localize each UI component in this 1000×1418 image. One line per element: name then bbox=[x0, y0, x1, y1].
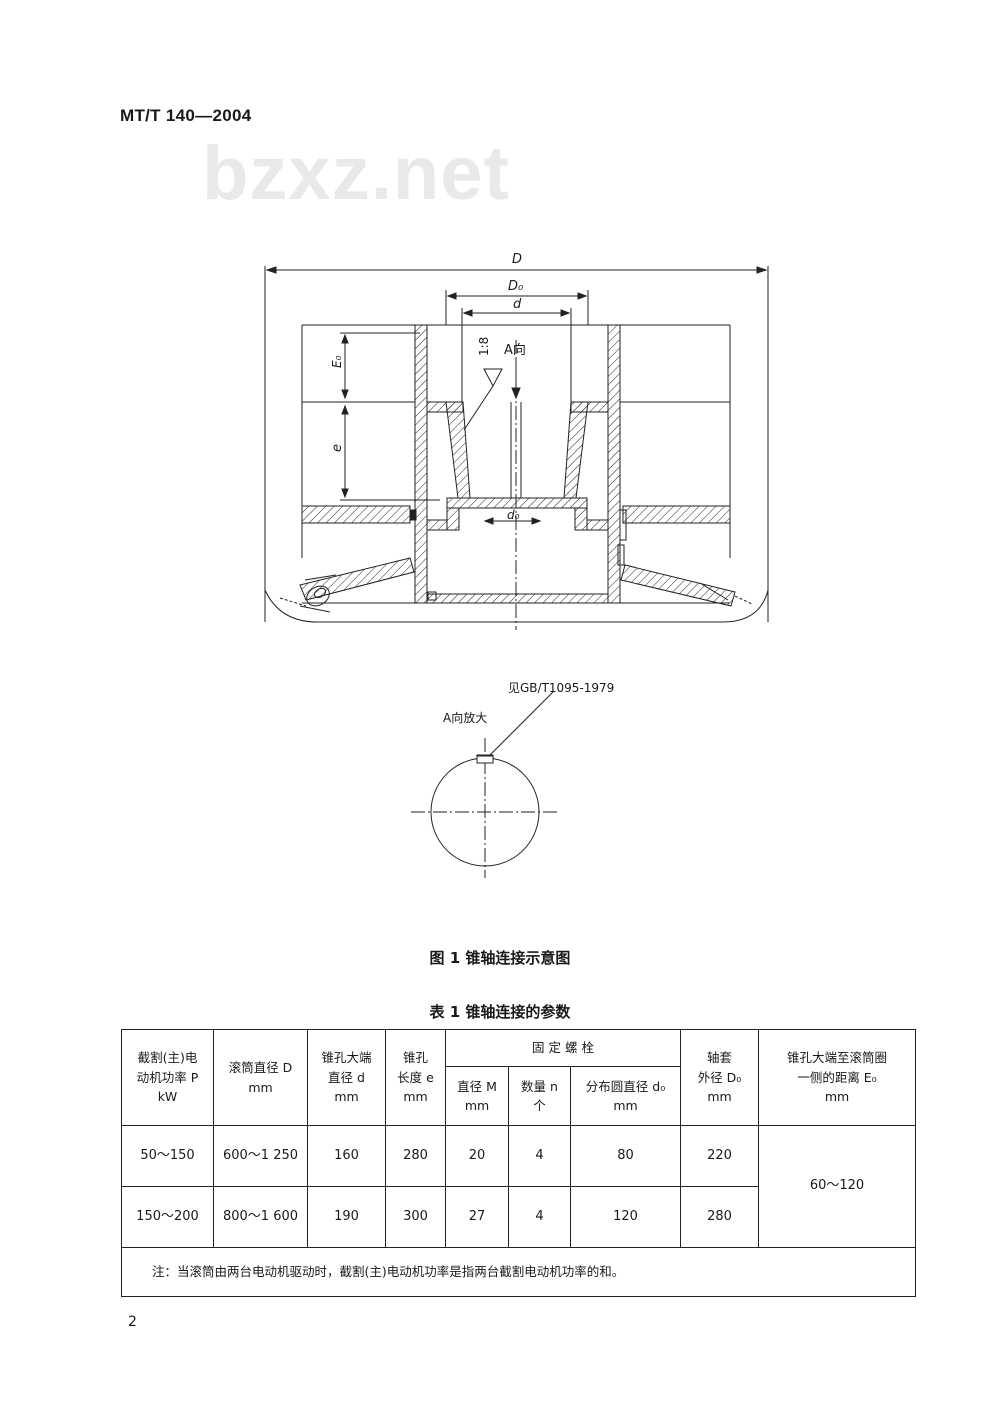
standard-code: MT/T 140—2004 bbox=[120, 106, 252, 125]
table-row: 150～200 800～1 600 190 300 27 4 120 280 bbox=[121, 1186, 916, 1248]
header-bore-length: 锥孔 长度 e mm bbox=[385, 1029, 446, 1126]
header-power: 截割(主)电 动机功率 P kW bbox=[121, 1029, 214, 1126]
header-distance: 锥孔大端至滚筒圈 一侧的距离 E₀ mm bbox=[758, 1029, 917, 1126]
label-taper: 1:8 bbox=[477, 337, 491, 356]
cell-distance: 60～120 bbox=[758, 1125, 917, 1248]
cell-bolt-circle: 80 bbox=[569, 1125, 682, 1187]
cell-bolt-diameter: 27 bbox=[445, 1186, 509, 1248]
header-bolt-quantity: 数量 n 个 bbox=[508, 1066, 571, 1126]
label-view-a-enlarged: A向放大 bbox=[443, 710, 487, 725]
label-E0: E₀ bbox=[330, 355, 344, 368]
cell-drum-diameter: 600～1 250 bbox=[213, 1125, 308, 1187]
header-bore-diameter: 锥孔大端 直径 d mm bbox=[307, 1029, 386, 1126]
header-sleeve-diameter: 轴套 外径 D₀ mm bbox=[680, 1029, 760, 1126]
cell-sleeve-diameter: 280 bbox=[680, 1186, 760, 1248]
parameter-table: 截割(主)电 动机功率 P kW 滚筒直径 D mm 锥孔大端 直径 d mm … bbox=[120, 1029, 917, 1297]
cell-bore-diameter: 160 bbox=[307, 1125, 386, 1187]
table-note: 注：当滚筒由两台电动机驱动时，截割(主)电动机功率是指两台截割电动机功率的和。 bbox=[120, 1247, 917, 1297]
label-e: e bbox=[330, 444, 345, 452]
table-row: 50～150 600～1 250 160 280 20 4 80 220 60～… bbox=[121, 1125, 917, 1248]
label-d: d bbox=[513, 297, 522, 312]
cell-bore-length: 280 bbox=[385, 1125, 446, 1187]
cell-power: 150～200 bbox=[121, 1186, 214, 1248]
header-bolt-diameter: 直径 M mm bbox=[445, 1066, 509, 1126]
label-d0: d₀ bbox=[507, 508, 520, 522]
header-bolt-circle: 分布圆直径 d₀ mm bbox=[569, 1066, 682, 1126]
cell-bore-length: 300 bbox=[385, 1186, 446, 1248]
header-bolt-group: 固 定 螺 栓 bbox=[444, 1029, 682, 1067]
figure-caption: 图 1 锥轴连接示意图 bbox=[429, 949, 571, 967]
watermark: bzxz.net bbox=[202, 131, 510, 216]
cell-bore-diameter: 190 bbox=[307, 1186, 386, 1248]
cell-drum-diameter: 800～1 600 bbox=[213, 1186, 308, 1248]
header-drum-diameter: 滚筒直径 D mm bbox=[213, 1029, 308, 1126]
cone-shaft-drawing: D D₀ d 1:8 A向 E₀ e d₀ 见GB/T1095-1979 A向放… bbox=[264, 252, 769, 878]
table-title: 表 1 锥轴连接的参数 bbox=[429, 1003, 571, 1021]
cell-bolt-diameter: 20 bbox=[445, 1125, 509, 1187]
cell-bolt-quantity: 4 bbox=[508, 1125, 571, 1187]
page-number: 2 bbox=[128, 1314, 137, 1330]
label-D0: D₀ bbox=[508, 279, 524, 294]
label-view-a: A向 bbox=[504, 342, 526, 358]
cell-power: 50～150 bbox=[121, 1125, 214, 1187]
cell-bolt-circle: 120 bbox=[569, 1186, 682, 1248]
cell-bolt-quantity: 4 bbox=[508, 1186, 571, 1248]
cell-sleeve-diameter: 220 bbox=[680, 1125, 760, 1187]
label-ref-standard: 见GB/T1095-1979 bbox=[508, 681, 614, 695]
label-D: D bbox=[512, 252, 522, 267]
